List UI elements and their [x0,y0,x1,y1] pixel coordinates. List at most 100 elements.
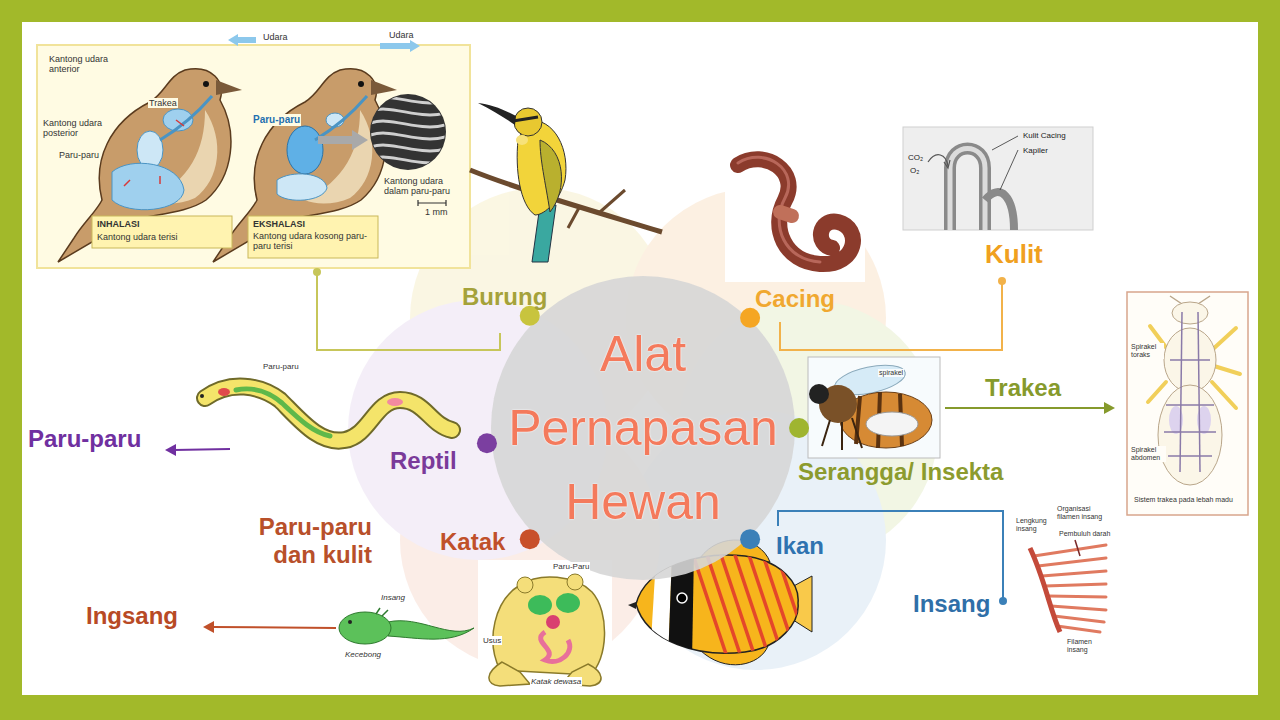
organ-label: Insang [913,590,990,618]
branch-dot [520,529,540,549]
part-label: Trakea [148,98,178,108]
figure-caption: Kecebong [344,650,382,659]
bee-eater-bird [568,190,625,228]
bee-eater-bird [513,117,538,121]
bee-tracheal-system [1198,312,1200,472]
part-label: Paru-paru [262,362,300,371]
circle-shape [491,276,795,580]
organ-label: Kulit [985,240,1043,270]
tadpole-picture [339,608,474,644]
caption-text: Kantong udara kosong paru-paru terisi [252,231,376,252]
butterflyfish [774,546,814,666]
bee-eater-bird [470,170,662,232]
leader-lines [313,268,321,276]
bee-tracheal-system [1170,359,1210,361]
bee-tracheal-system [1164,312,1216,472]
part-label: Kapiler [1022,146,1049,155]
bee-eater-bird [516,135,528,145]
earthworm-picture [780,212,792,216]
category-label: Katak [440,528,505,556]
bee-eater-bird [540,140,561,212]
bee-tracheal-system [1166,404,1214,406]
bird-inhalation [112,163,184,209]
bird-respiration-figure [368,121,448,127]
gill-diagram [1042,571,1106,576]
bird-respiration-figure [228,34,256,46]
category-label: Ikan [776,532,824,560]
frog-picture [478,560,612,690]
bird-respiration-figure [368,109,448,115]
bird-inhalation [58,69,242,262]
organ-label: Trakea [985,374,1061,402]
frog-picture [541,632,570,661]
caption-text: Kantong udara terisi [96,232,179,242]
earthworm-picture [725,150,865,282]
bee-tracheal-system [1214,366,1240,374]
caption-heading: EKSHALASI [252,219,306,229]
worm-skin-diagram [992,136,1018,190]
tadpole-picture [388,621,474,639]
bird-respiration-figure [368,145,448,151]
worm-skin-diagram [985,192,1014,230]
honeybee-picture [808,357,940,458]
bee-tracheal-system [1164,328,1216,392]
gill-diagram [1038,558,1106,566]
leader-lines [945,407,1106,409]
bee-tracheal-system [1148,382,1166,402]
organ-label: Ingsang [86,602,178,630]
gill-diagram [1051,606,1106,610]
category-label: Reptil [390,447,457,475]
frog-picture [556,593,580,613]
bird-respiration-figure [368,97,448,163]
figure-caption: Katak dewasa [530,677,582,686]
tadpole-picture [339,612,391,644]
bird-exhalation [315,96,367,140]
bee-tracheal-system [1158,385,1222,485]
bird-inhalation [203,81,209,87]
worm-skin-diagram [944,160,950,168]
gill-diagram [1030,548,1060,632]
bird-inhalation [216,80,242,95]
gill-diagram [1045,584,1106,586]
part-label: Spirakel abdomen [1130,446,1166,462]
honeybee-picture [866,412,918,436]
branch-dot [789,418,809,438]
bee-tracheal-system [1180,312,1182,472]
part-label: Paru-Paru [552,562,590,571]
honeybee-picture [809,384,829,404]
part-label: spirakel [878,369,904,377]
earthworm-picture [725,150,865,282]
bee-eater-bird [514,108,542,136]
gill-diagram [1075,540,1080,556]
butterflyfish [677,593,687,603]
bird-exhalation [287,126,323,174]
part-label: Pembuluh darah [1058,530,1111,538]
scale-label: 1 mm [424,207,449,217]
frog-picture [528,595,552,615]
bird-respiration-figure [37,34,470,268]
bird-exhalation [358,81,364,87]
bird-exhalation [213,69,386,262]
leader-lines [998,277,1006,285]
frog-picture [567,574,583,590]
node-title: Alat Pernapasan Hewan [498,317,788,539]
snake-picture [205,386,452,440]
bee-tracheal-system [1168,455,1212,457]
part-label: Lengkung insang [1015,517,1053,533]
bird-respiration-figure [368,133,448,139]
bird-respiration-figure [380,40,420,52]
gas-label: O₂ [909,166,920,175]
honeybee-picture [808,357,940,458]
air-label: Udara [262,32,289,42]
part-label: Kantong udara anterior [48,54,112,75]
snake-picture [218,388,230,396]
center-circle: Alat Pernapasan Hewan [490,275,796,581]
part-label: Organisasi filamen insang [1056,505,1110,521]
leader-lines [212,627,336,628]
earthworm-picture [738,159,853,264]
leader-lines [999,597,1007,605]
organ-label: Paru-paru dan kulit [222,513,372,568]
bird-exhalation [213,69,397,262]
bird-respiration-figure [92,216,232,248]
gill-diagram [1048,596,1106,597]
